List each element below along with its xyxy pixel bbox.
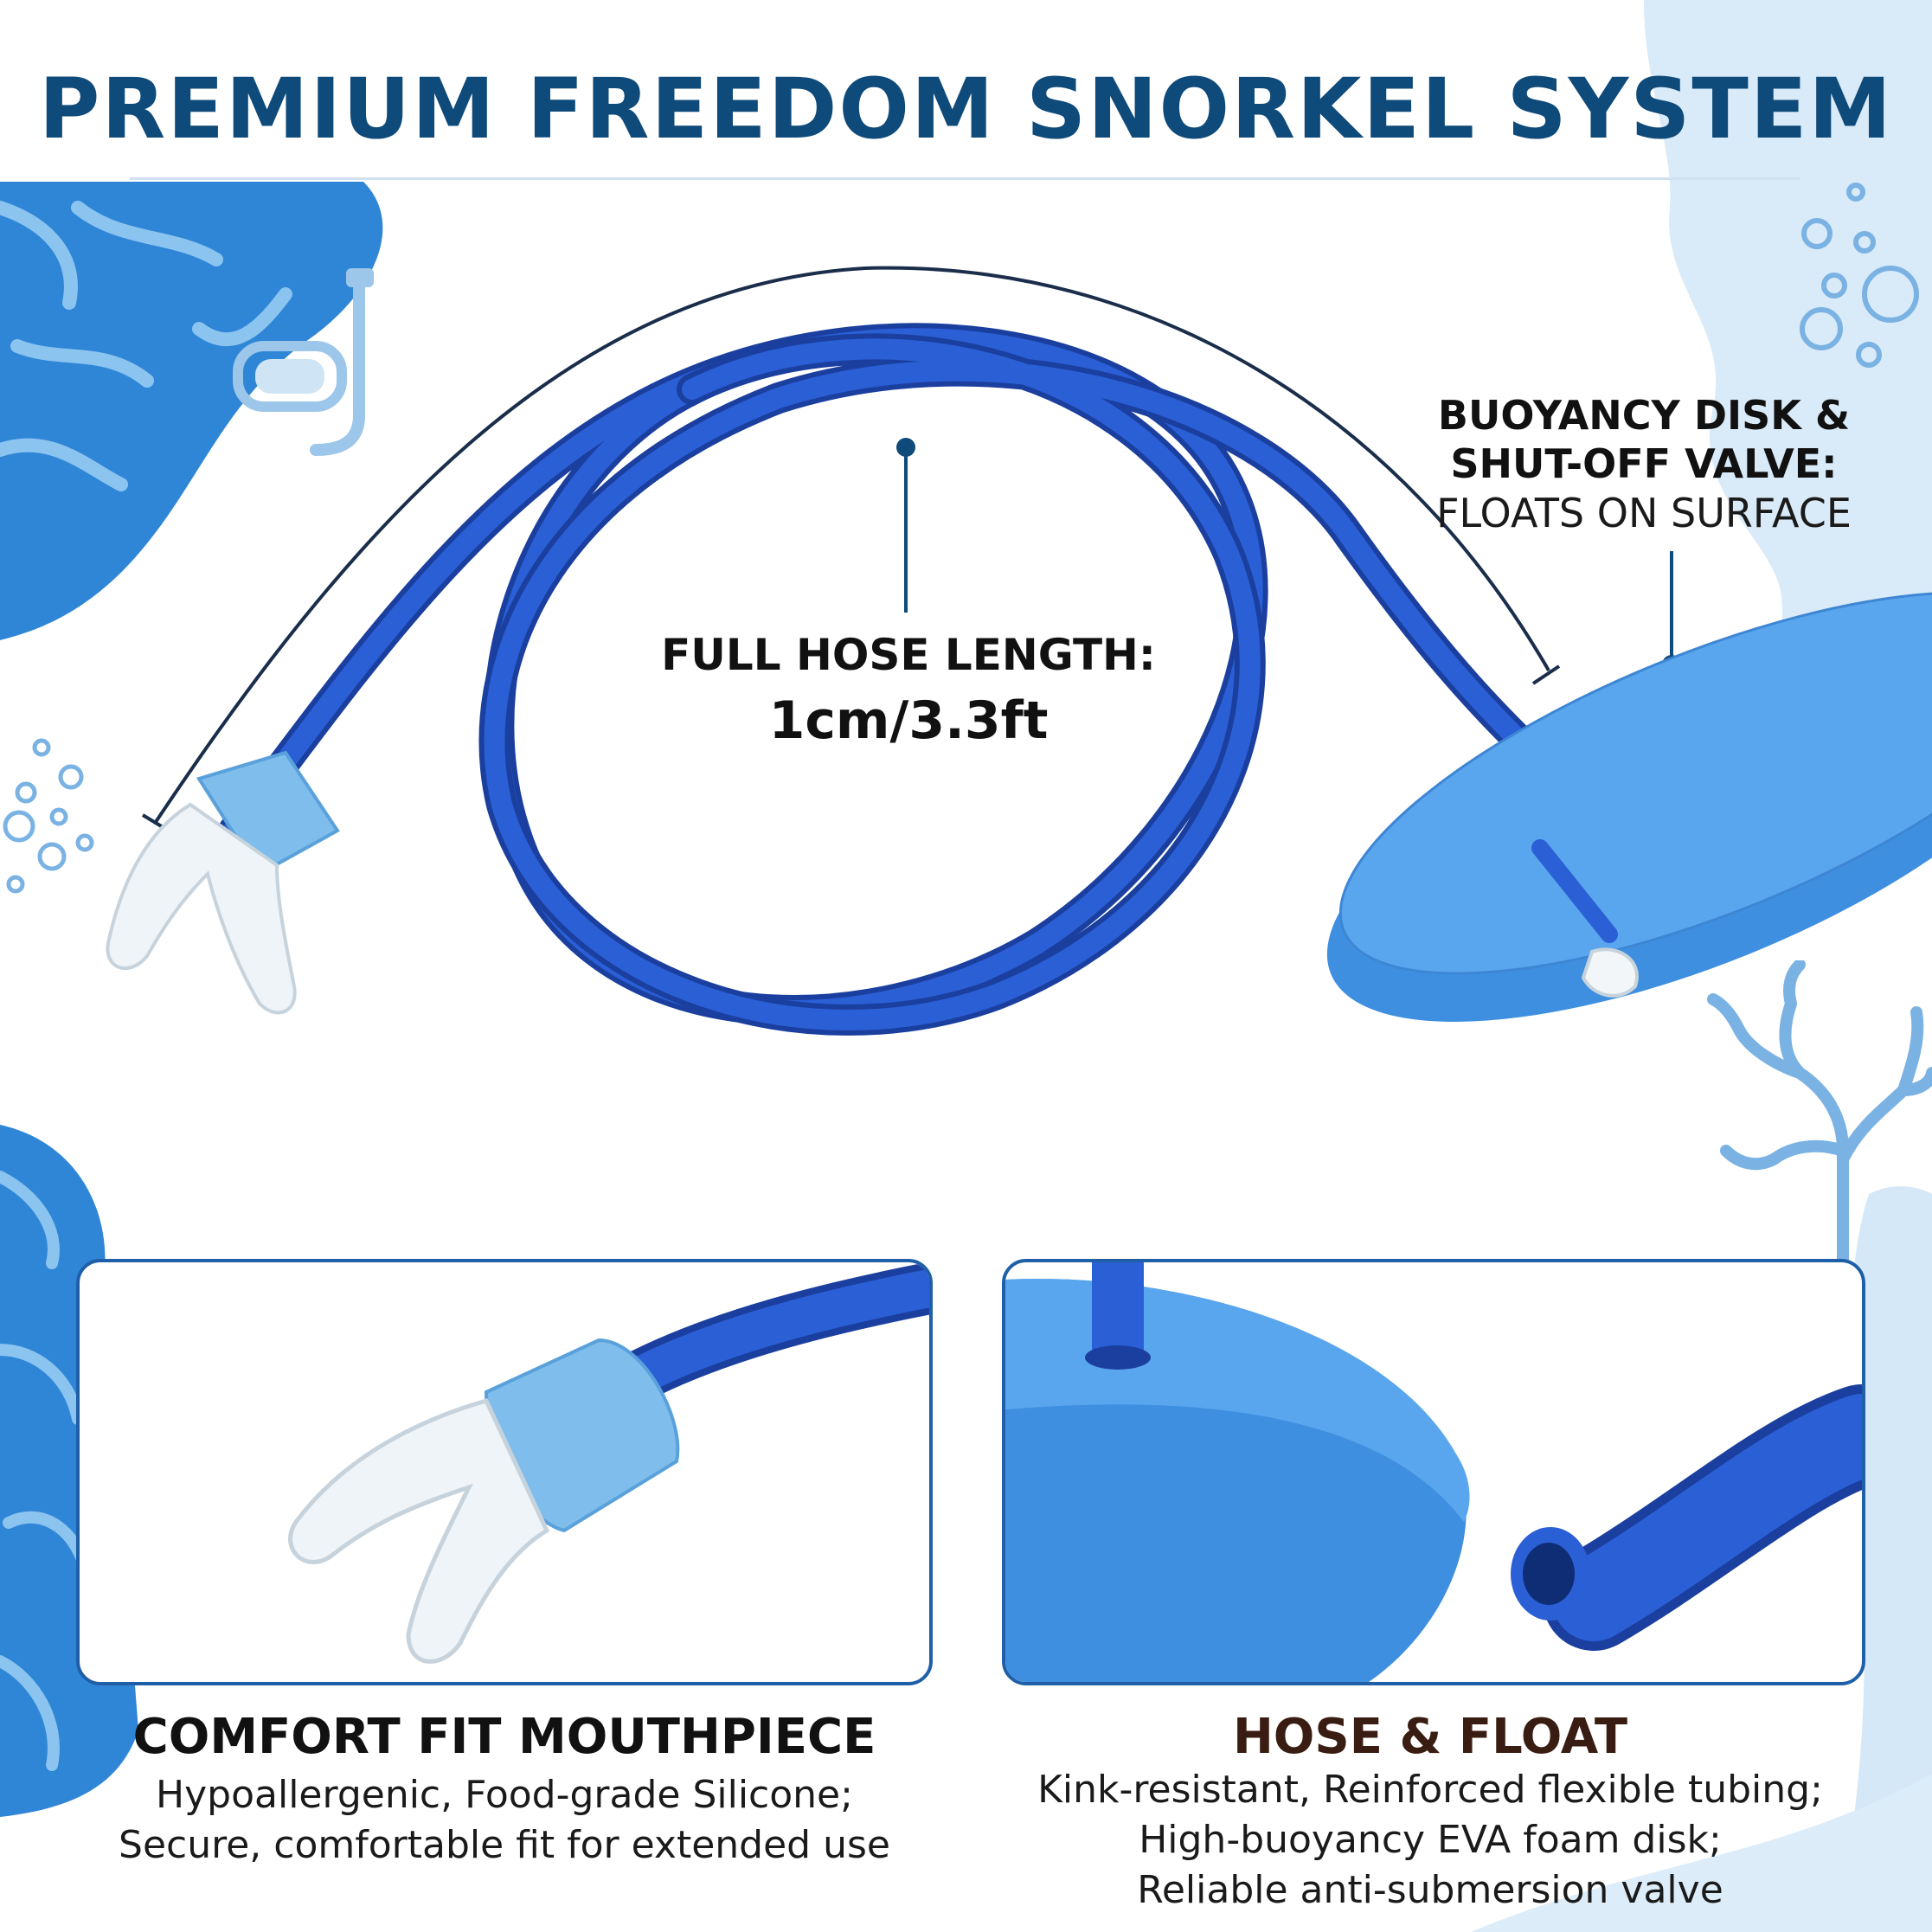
disk-callout-line1: BUOYANCY DISK & xyxy=(1437,392,1851,439)
product-illustration xyxy=(106,266,1932,1036)
hose-length-value: 1cm/3.3ft xyxy=(768,690,1049,751)
hose-coil xyxy=(218,323,1538,1036)
mouthpiece-description-line: Secure, comfortable fit for extended use xyxy=(119,1823,890,1867)
coral-icon xyxy=(1707,960,1932,1281)
page-title: PREMIUM FREEDOM SNORKEL SYSTEM xyxy=(39,61,1893,157)
disk-callout: BUOYANCY DISK & SHUT-OFF VALVE: FLOATS O… xyxy=(1402,391,1886,538)
hose-float-description-line: Reliable anti-submersion valve xyxy=(1137,1868,1723,1912)
bubbles-icon xyxy=(3,738,94,894)
mouthpiece-detail-panel xyxy=(76,1259,933,1685)
bubbles-icon xyxy=(1800,183,1919,368)
mouthpiece-description-line: Hypoallergenic, Food-grade Silicone; xyxy=(156,1773,853,1817)
mouthpiece-heading: COMFORT FIT MOUTHPIECE xyxy=(132,1709,876,1765)
hose-float-detail-panel xyxy=(1002,1259,1865,1685)
disk-callout-line3: FLOATS ON SURFACE xyxy=(1436,490,1852,536)
hose-float-description: Kink-resistant, Reinforced flexible tubi… xyxy=(1002,1765,1858,1916)
hose-float-description-line: High-buoyancy EVA foam disk; xyxy=(1139,1818,1722,1862)
snorkel-mask-icon xyxy=(233,268,374,456)
hose-float-description-line: Kink-resistant, Reinforced flexible tubi… xyxy=(1037,1768,1823,1812)
hose-float-closeup-image xyxy=(1005,1262,1862,1682)
buoyancy-disk xyxy=(1326,591,1932,1022)
disk-callout-line2: SHUT-OFF VALVE: xyxy=(1450,440,1838,487)
mouthpiece xyxy=(106,750,340,1015)
length-bracket xyxy=(154,266,1550,824)
hose-float-heading: HOSE & FLOAT xyxy=(1232,1709,1628,1765)
title-divider xyxy=(130,177,1800,180)
hose-length-callout: FULL HOSE LENGTH: 1cm/3.3ft xyxy=(606,630,1211,751)
hose-length-label: FULL HOSE LENGTH: xyxy=(661,630,1156,680)
mouthpiece-closeup-image xyxy=(288,1262,929,1664)
mouthpiece-description: Hypoallergenic, Food-grade Silicone; Sec… xyxy=(76,1770,933,1871)
